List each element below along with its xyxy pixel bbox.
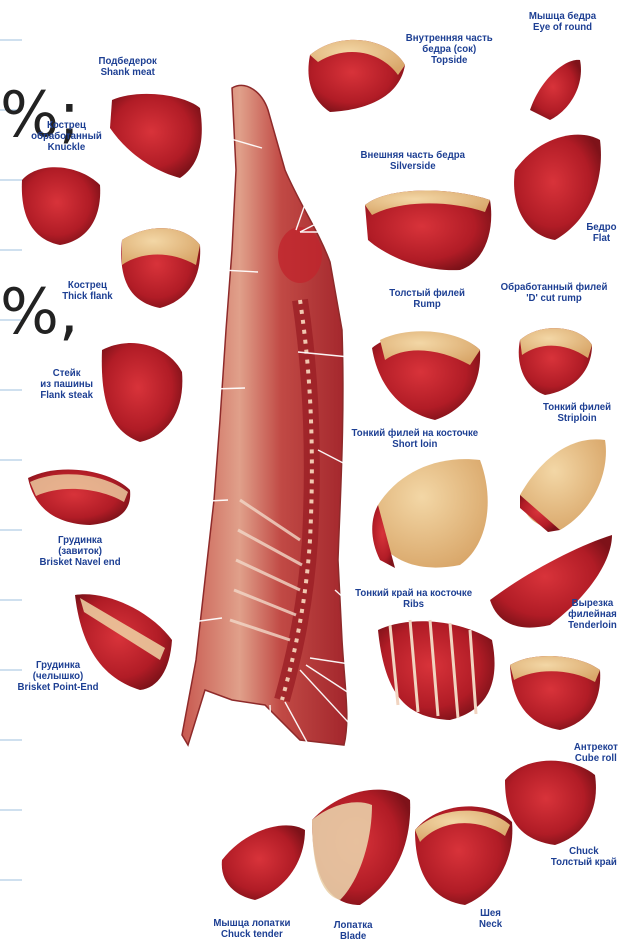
label-tenderloin: ВырезкафилейнаяTenderloin xyxy=(568,598,617,631)
label-chuck: ChuckТолстый край xyxy=(551,846,617,868)
label-blade: ЛопаткаBlade xyxy=(334,920,373,942)
label-flat: БедроFlat xyxy=(586,222,616,244)
cut-short-loin xyxy=(378,459,488,568)
cut-chuck xyxy=(505,761,596,845)
label-d-cut-rump: Обработанный филей'D' cut rump xyxy=(501,282,608,304)
label-brisket-point: Грудинка(челышко)Brisket Point-End xyxy=(18,660,99,693)
cut-knuckle xyxy=(22,167,100,245)
label-ribs: Тонкий край на косточкеRibs xyxy=(355,588,472,610)
cut-eye-of-round xyxy=(530,60,581,120)
label-thick-flank: КострецThick flank xyxy=(62,280,112,302)
label-brisket-navel: Грудинка(завиток)Brisket Navel end xyxy=(40,535,121,568)
label-flank-steak: Стейкиз пашиныFlank steak xyxy=(40,368,93,401)
label-cube-roll: АнтрекотCube roll xyxy=(574,742,618,764)
label-topside: Внутренняя частьбедра (сок)Topside xyxy=(406,33,493,66)
label-silverside: Внешняя часть бедраSilverside xyxy=(361,150,465,172)
carcass xyxy=(182,85,347,745)
label-knuckle: КострецобработанныйKnuckle xyxy=(31,120,102,153)
cut-flank-steak xyxy=(102,343,183,442)
label-shank: ПодбедерокShank meat xyxy=(99,56,157,78)
page-rules xyxy=(0,40,22,880)
label-striploin: Тонкий филейStriploin xyxy=(543,402,611,424)
cut-chuck-tender xyxy=(222,825,305,900)
label-eye-of-round: Мышца бедраEye of round xyxy=(529,11,596,33)
label-neck: ШеяNeck xyxy=(479,908,502,930)
label-chuck-tender: Мышца лопаткиChuck tender xyxy=(213,918,290,940)
label-rump: Толстый филейRump xyxy=(389,288,465,310)
label-short-loin: Тонкий филей на косточкеShort loin xyxy=(352,428,479,450)
cut-shank xyxy=(110,94,202,178)
